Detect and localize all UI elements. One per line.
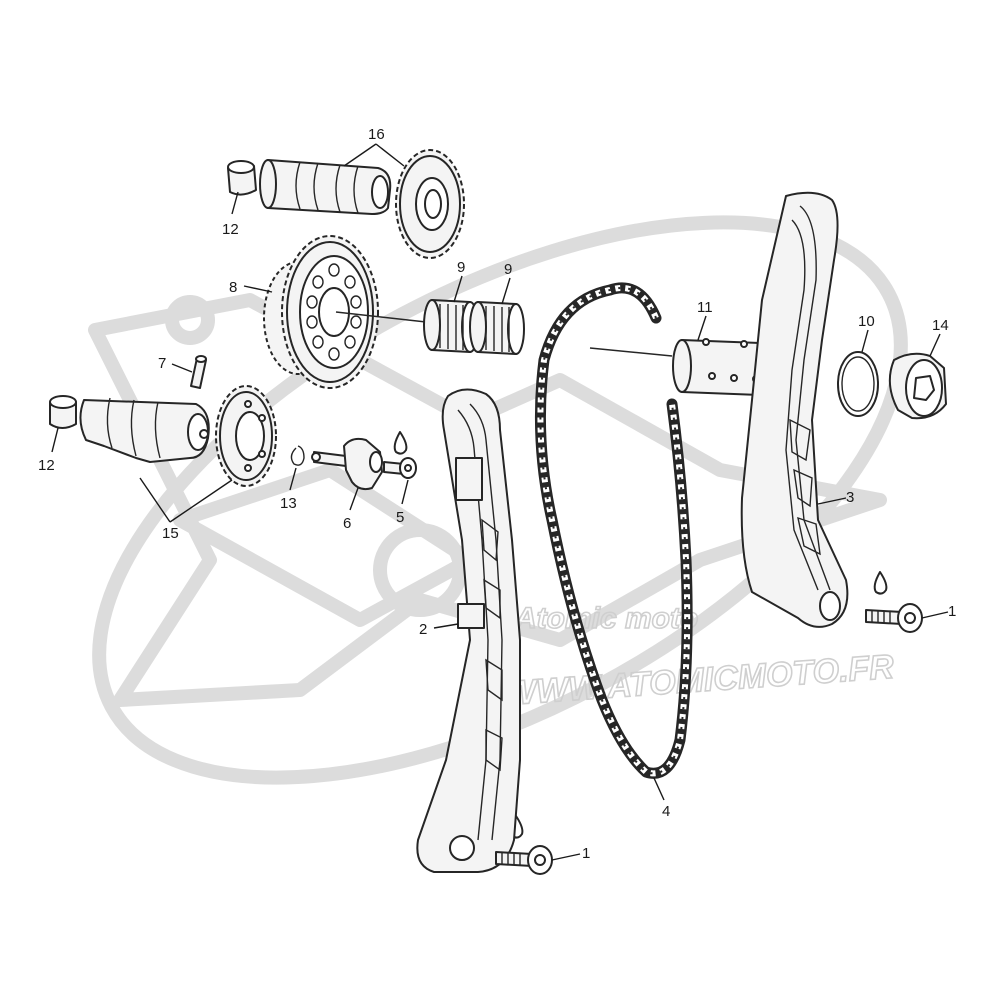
callout-12-top: 12 xyxy=(222,221,239,238)
camshaft-intake xyxy=(259,159,392,215)
camshaft-exhaust xyxy=(79,397,210,463)
sprocket-exhaust xyxy=(215,385,277,487)
callout-12-bottom: 12 xyxy=(38,457,55,474)
idler-gear xyxy=(263,235,427,389)
callout-13: 13 xyxy=(280,495,297,512)
timing-chain xyxy=(534,282,693,779)
callout-16: 14 xyxy=(932,317,949,334)
needle-bearing-2 xyxy=(469,301,525,355)
callout-5: 5 xyxy=(396,509,404,526)
callout-8: 8 xyxy=(229,279,237,296)
callout-9-right: 9 xyxy=(504,261,512,278)
callout-4: 4 xyxy=(662,803,670,820)
sprocket-intake xyxy=(395,149,465,259)
watermark-site: WWW.ATOMICMOTO.FR xyxy=(503,648,895,713)
bolt-small xyxy=(383,457,417,479)
callout-15: 16 xyxy=(368,126,385,143)
tensioner xyxy=(311,437,383,491)
chain-guide-left xyxy=(416,388,521,873)
o-ring xyxy=(837,351,879,417)
cap-bottom xyxy=(49,395,77,429)
circlip xyxy=(290,445,305,466)
callout-7: 7 xyxy=(158,355,166,372)
chain-slider-right xyxy=(740,191,849,628)
callout-1-right: 1 xyxy=(948,603,956,620)
leader-lines xyxy=(51,143,949,861)
cap-top xyxy=(227,160,257,196)
bolt-right xyxy=(865,603,923,633)
callout-10: 10 xyxy=(858,313,875,330)
callout-2: 2 xyxy=(419,621,427,638)
callout-labels: 16 12 8 9 9 7 12 15 13 6 5 11 10 14 3 1 … xyxy=(38,126,956,862)
callout-6: 6 xyxy=(343,515,351,532)
callout-1-bottom: 1 xyxy=(582,845,590,862)
callout-9-left: 9 xyxy=(457,259,465,276)
callout-11: 11 xyxy=(697,299,713,316)
pin xyxy=(190,355,207,389)
plug xyxy=(888,352,947,420)
callout-3: 3 xyxy=(846,489,854,506)
callout-14: 15 xyxy=(162,525,179,542)
watermark-logo: Atomic moto xyxy=(514,602,698,635)
